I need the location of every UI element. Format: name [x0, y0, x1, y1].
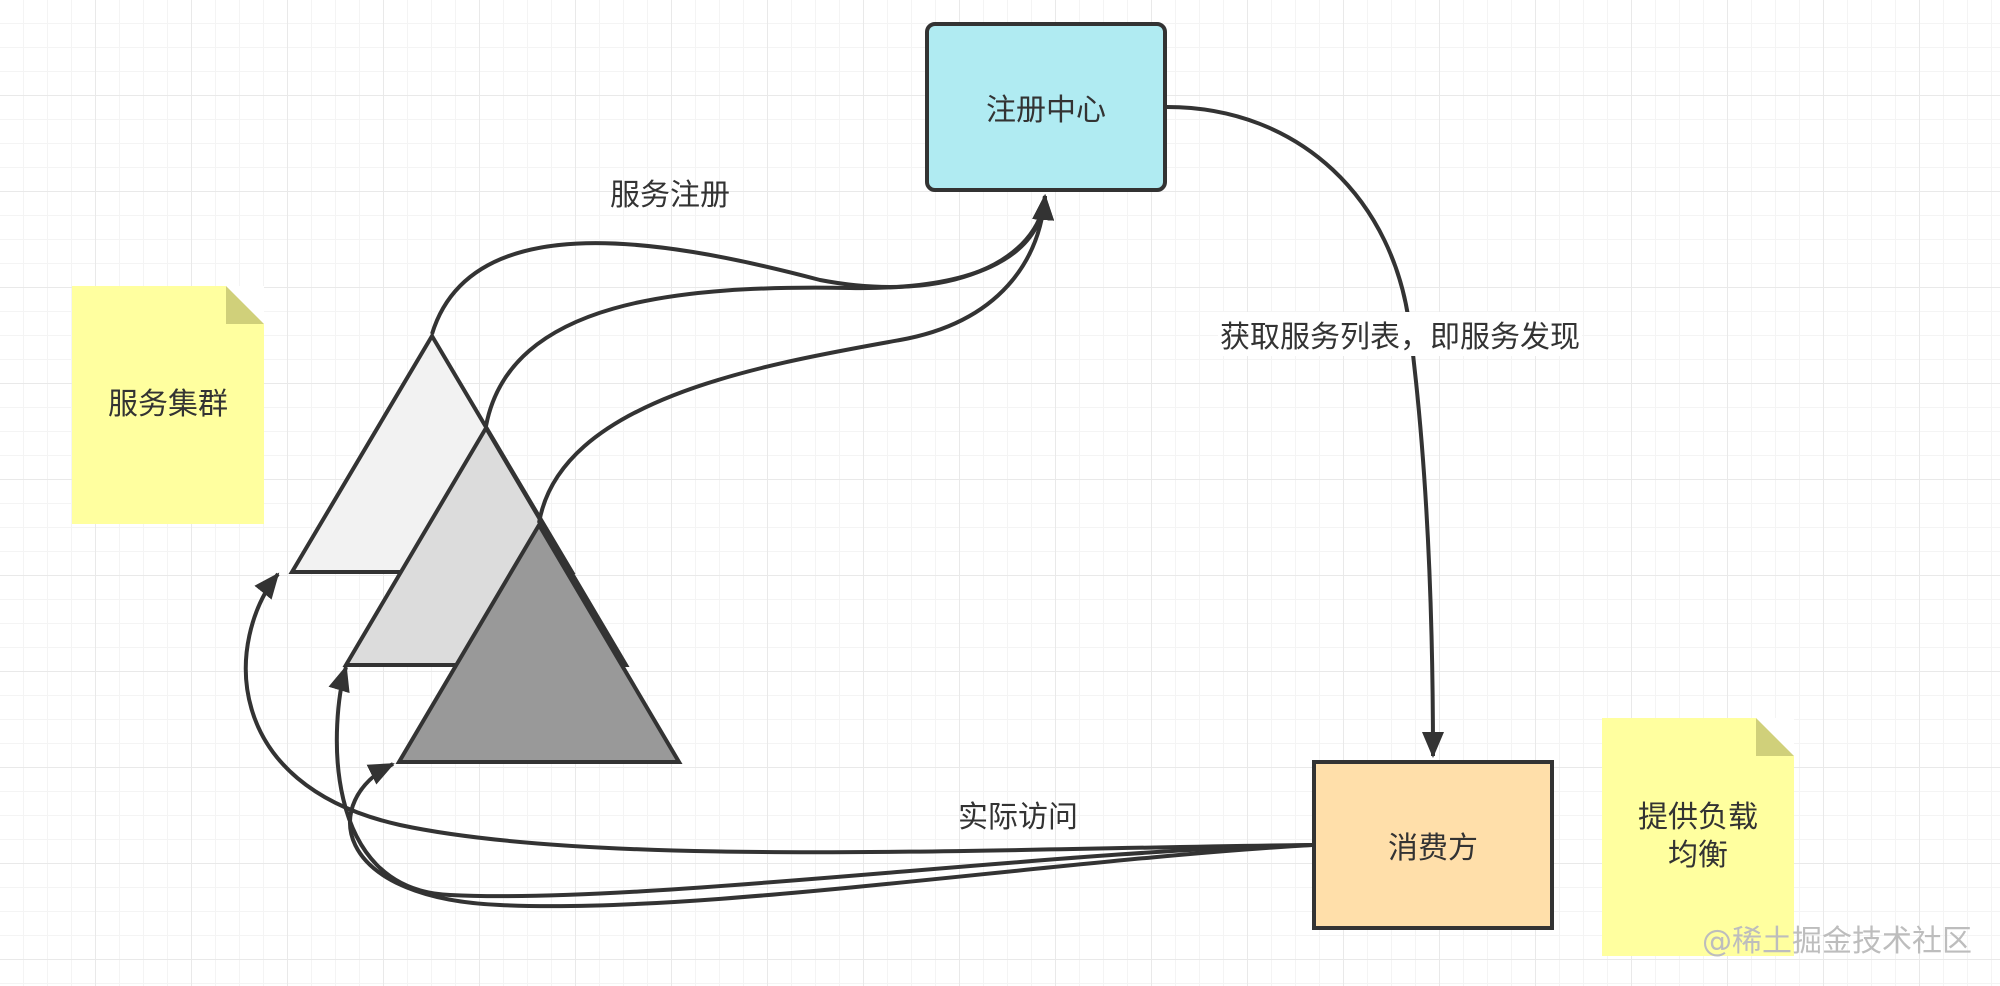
registration-edge-2[interactable]	[484, 194, 1055, 427]
load-balance-note-text: 提供负载 均衡	[1638, 800, 1758, 873]
access-edge-3[interactable]	[347, 762, 1313, 909]
access-edge-1[interactable]	[243, 572, 1313, 855]
service-registration-label: 服务注册	[610, 178, 730, 213]
registry-label: 注册中心	[986, 93, 1106, 128]
service-cluster-note[interactable]: 服务集群	[72, 286, 264, 524]
registration-edge-3[interactable]	[537, 194, 1055, 524]
access-edge-2[interactable]	[328, 665, 1313, 899]
consumer-label: 消费方	[1388, 831, 1478, 866]
service-discovery-label: 获取服务列表，即服务发现	[1218, 312, 1582, 356]
note-fold-corner	[226, 286, 264, 324]
consumer-node[interactable]: 消费方	[1312, 760, 1554, 930]
load-balance-note[interactable]: 提供负载 均衡	[1602, 718, 1794, 956]
service-cluster-note-text: 服务集群	[108, 387, 228, 422]
registry-node[interactable]: 注册中心	[925, 22, 1167, 192]
note-fold-corner	[1756, 718, 1794, 756]
provider-triangle-3[interactable]	[395, 521, 683, 764]
registration-edge-1[interactable]	[430, 194, 1055, 335]
discovery-edge[interactable]	[1166, 105, 1444, 758]
actual-access-label: 实际访问	[958, 800, 1078, 835]
watermark: @稀土掘金技术社区	[1702, 924, 1972, 959]
